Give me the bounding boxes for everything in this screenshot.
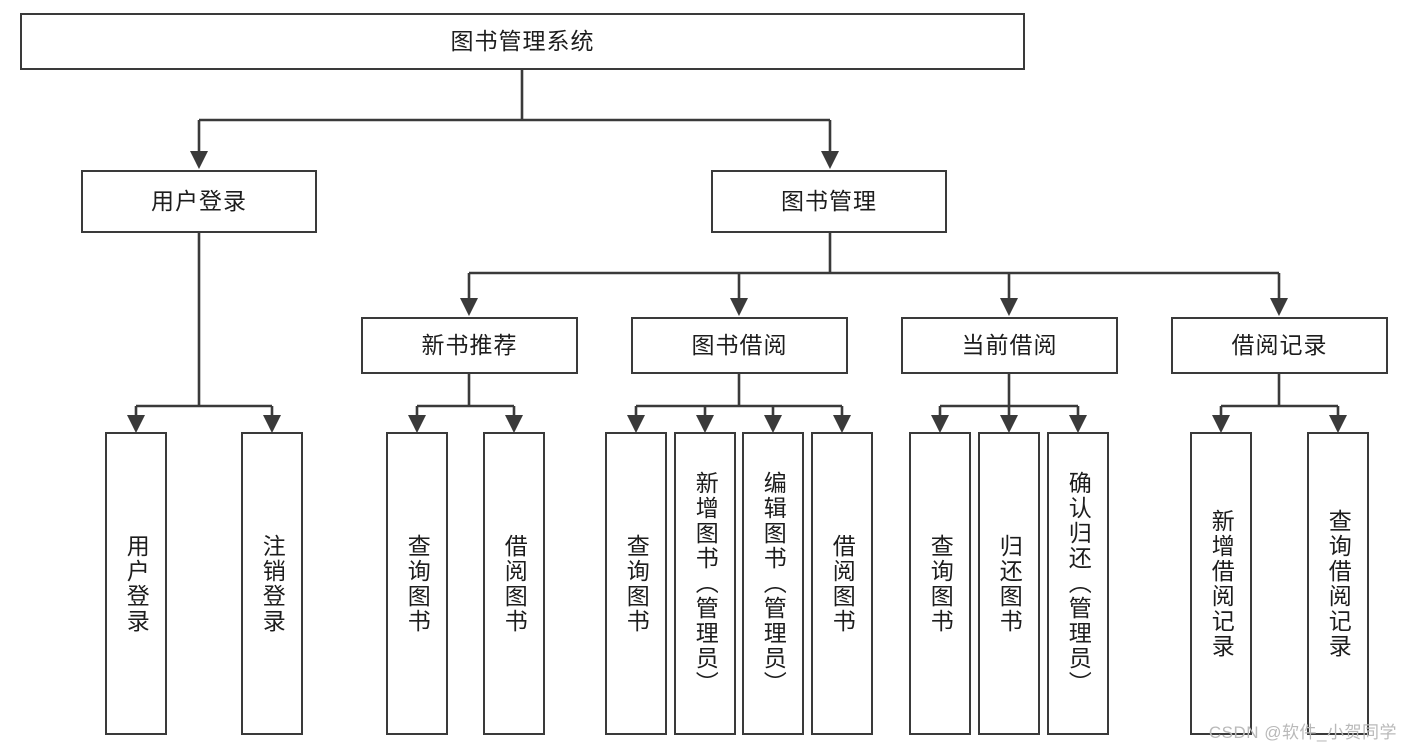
node-label: 借阅记录	[1231, 331, 1328, 358]
node-label: 查询图书	[623, 533, 650, 634]
node-label: 用户登录	[151, 187, 247, 214]
node-label: 查询图书	[404, 533, 431, 634]
node-leaf-bookborrow-add-book-admin[interactable]: 新增图书（管理员）	[674, 432, 736, 735]
node-leaf-newbook-borrow-book[interactable]: 借阅图书	[483, 432, 545, 735]
node-label: 借阅图书	[829, 533, 856, 634]
node-label: 新增图书（管理员）	[692, 471, 719, 696]
watermark-text: CSDN @软件_小贺同学	[1208, 723, 1397, 742]
node-root-book-management-system[interactable]: 图书管理系统	[20, 13, 1025, 70]
node-label: 当前借阅	[961, 331, 1058, 358]
node-label: 新书推荐	[421, 331, 518, 358]
node-leaf-currentborrow-confirm-return-admin[interactable]: 确认归还（管理员）	[1047, 432, 1109, 735]
node-book-borrow[interactable]: 图书借阅	[631, 317, 848, 374]
node-label: 注销登录	[259, 533, 286, 634]
node-leaf-currentborrow-return-book[interactable]: 归还图书	[978, 432, 1040, 735]
node-label: 图书借阅	[691, 331, 788, 358]
node-user-login[interactable]: 用户登录	[81, 170, 317, 233]
node-label: 借阅图书	[501, 533, 528, 634]
node-leaf-user-login[interactable]: 用户登录	[105, 432, 167, 735]
node-borrow-record[interactable]: 借阅记录	[1171, 317, 1388, 374]
node-leaf-currentborrow-query-book[interactable]: 查询图书	[909, 432, 971, 735]
node-label: 图书管理系统	[450, 27, 595, 54]
node-leaf-newbook-query-book[interactable]: 查询图书	[386, 432, 448, 735]
node-label: 确认归还（管理员）	[1065, 471, 1092, 696]
node-leaf-bookborrow-borrow-book[interactable]: 借阅图书	[811, 432, 873, 735]
node-leaf-borrowrecord-add-record[interactable]: 新增借阅记录	[1190, 432, 1252, 735]
node-leaf-bookborrow-query-book[interactable]: 查询图书	[605, 432, 667, 735]
node-current-borrow[interactable]: 当前借阅	[901, 317, 1118, 374]
node-new-book-recommend[interactable]: 新书推荐	[361, 317, 578, 374]
node-leaf-borrowrecord-query-record[interactable]: 查询借阅记录	[1307, 432, 1369, 735]
node-leaf-logout[interactable]: 注销登录	[241, 432, 303, 735]
node-label: 用户登录	[123, 533, 150, 634]
node-leaf-bookborrow-edit-book-admin[interactable]: 编辑图书（管理员）	[742, 432, 804, 735]
node-label: 新增借阅记录	[1208, 508, 1235, 659]
node-label: 查询借阅记录	[1325, 508, 1352, 659]
node-label: 查询图书	[927, 533, 954, 634]
node-book-management[interactable]: 图书管理	[711, 170, 947, 233]
node-label: 图书管理	[781, 187, 877, 214]
node-label: 编辑图书（管理员）	[760, 471, 787, 696]
node-label: 归还图书	[996, 533, 1023, 634]
